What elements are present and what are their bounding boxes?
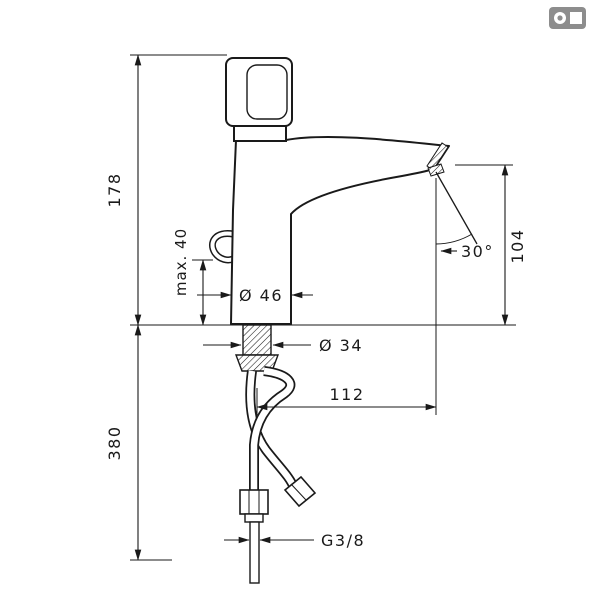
logo-square	[570, 12, 582, 24]
fitting-facet-line	[290, 483, 307, 501]
below-deck-assembly	[234, 324, 317, 584]
mounting-shank	[242, 324, 272, 356]
hose-hex-nut	[239, 489, 269, 515]
pull-rod-hook-core	[210, 231, 234, 262]
angle-arc	[435, 233, 473, 245]
dim-label-d46: Ø 46	[239, 286, 283, 305]
supply-hose-right-core	[246, 370, 298, 490]
dim-label-178: 178	[105, 172, 124, 207]
dim-label-d34: Ø 34	[319, 336, 363, 355]
nut-collar	[244, 513, 264, 523]
connection-pipe	[249, 521, 260, 584]
dim-label-104: 104	[508, 228, 527, 263]
faucet-body-spout	[230, 136, 450, 325]
dim-label-380: 380	[105, 425, 124, 460]
select-handle	[225, 57, 293, 127]
select-button-face	[246, 64, 288, 120]
dim-label-30deg: 30°	[461, 242, 494, 261]
dim-label-g38: G3/8	[321, 531, 365, 550]
dimensions: 178 380 max. 40 Ø 46 Ø 34 112 104 30°	[105, 54, 527, 561]
dim-label-max40: max. 40	[172, 228, 190, 296]
faucet-body-group	[209, 57, 450, 325]
dim-label-112: 112	[329, 385, 364, 404]
supply-hose-left-core	[250, 367, 294, 490]
logo-dot	[557, 15, 563, 21]
aerator-ring	[427, 163, 445, 177]
hansgrohe-logo	[549, 7, 586, 29]
stream-angle-line	[435, 171, 478, 245]
neck-ring	[233, 125, 287, 142]
hose-end-fitting	[283, 475, 317, 508]
